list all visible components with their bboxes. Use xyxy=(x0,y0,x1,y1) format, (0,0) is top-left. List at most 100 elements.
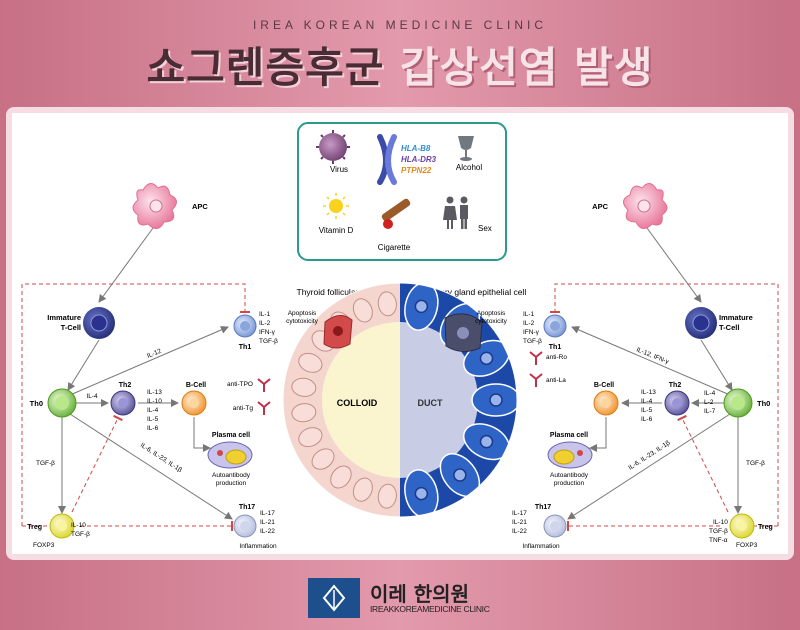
cell-nucleus xyxy=(453,468,467,482)
thyroid-follicle-cell xyxy=(298,352,323,373)
clinic-name: 이레 한의원 xyxy=(370,582,469,606)
th1-cyt-right-1: IL-2 xyxy=(523,320,535,327)
th0-cyt-right-2: IL-7 xyxy=(704,408,716,415)
th2-cyt-right-1: IL-4 xyxy=(641,398,653,405)
thyroid-follicle-cell xyxy=(352,298,373,323)
title-thyroiditis: 갑상선염 발생 xyxy=(400,43,654,92)
gene-hla-dr3: HLA-DR3 xyxy=(401,155,437,164)
th2-cyt-left-4: IL-6 xyxy=(147,425,159,432)
antibody-icon-right-1 xyxy=(529,351,543,365)
apoptosis-right-1: Apoptosis xyxy=(477,310,506,317)
th0-label-right: Th0 xyxy=(757,399,770,408)
th1-label-right: Th1 xyxy=(549,344,562,351)
thyroid-follicle-cell xyxy=(291,377,317,397)
cell-nucleus xyxy=(479,434,494,449)
th17-label-right: Th17 xyxy=(535,504,551,511)
foxp3-right: FOXP3 xyxy=(736,542,758,549)
treg-cyt-right-2: TNF-α xyxy=(709,537,728,544)
treg-cyt-left-0: IL-10 xyxy=(71,522,86,529)
title-syndrome: 쇼그렌증후군 xyxy=(146,43,385,92)
sun-icon xyxy=(323,193,349,219)
plasma-label-left: Plasma cell xyxy=(212,432,250,439)
alcohol-icon xyxy=(458,136,474,161)
cell-nucleus xyxy=(414,486,429,501)
colloid-label: COLLOID xyxy=(337,398,378,408)
th1-cyt-left-0: IL-1 xyxy=(259,311,271,318)
th2-cyt-right-3: IL-6 xyxy=(641,416,653,423)
antibody-icon-left-2 xyxy=(257,401,271,415)
th2-cyt-left-0: IL-13 xyxy=(147,389,162,396)
alcohol-label: Alcohol xyxy=(456,163,482,172)
th2-cyt-right-0: IL-13 xyxy=(641,389,656,396)
clinic-logo xyxy=(308,578,360,618)
cigarette-label: Cigarette xyxy=(378,243,411,252)
antibody-icon-left-1 xyxy=(257,378,271,392)
th17-cyt-right-0: IL-17 xyxy=(512,510,527,517)
cell-nucleus xyxy=(414,299,429,314)
th17-cyt-left-2: IL-22 xyxy=(260,528,275,535)
apc-label-right: APC xyxy=(592,202,608,211)
antibody-icon-right-2 xyxy=(529,373,543,387)
sex-label: Sex xyxy=(478,224,492,233)
th17-cyt-left-0: IL-17 xyxy=(260,510,275,517)
thyroid-follicle-cell xyxy=(377,483,397,509)
virus-label: Virus xyxy=(330,165,348,174)
inflammation-left: Inflammation xyxy=(239,543,277,550)
th2-cyt-left-3: IL-5 xyxy=(147,416,159,423)
anti-ro: anti-Ro xyxy=(546,354,567,361)
apoptosis-left-1: Apoptosis xyxy=(288,310,317,317)
th0-label-left: Th0 xyxy=(30,399,43,408)
clinic-name-en: IREAKKOREAMEDICINE CLINIC xyxy=(370,604,490,614)
autoantibody-left-1: Autoantibody xyxy=(212,472,251,479)
foxp3-left: FOXP3 xyxy=(33,542,55,549)
th1-cyt-left-2: IFN-γ xyxy=(259,329,276,336)
apc-label-left: APC xyxy=(192,202,208,211)
il4-left: IL-4 xyxy=(86,393,98,400)
virus-icon xyxy=(316,130,350,164)
apoptosis-right-2: cytotoxicity xyxy=(475,318,508,325)
th0-cyt-right-1: L-2 xyxy=(704,399,714,406)
th2-cyt-left-2: IL-4 xyxy=(147,407,159,414)
treg-cyt-right-0: IL-10 xyxy=(713,519,728,526)
immature-label-right-2: T-Cell xyxy=(719,323,739,332)
thyroid-follicle-cell xyxy=(330,465,352,489)
anti-tg: anti-Tg xyxy=(233,405,254,412)
cell-nucleus xyxy=(479,351,494,366)
immature-label-left-1: Immature xyxy=(47,313,81,322)
th1-cyt-left-3: TGF-β xyxy=(259,338,278,345)
treg-cyt-right-1: TGF-β xyxy=(709,528,728,535)
tgfb-right: TGF-β xyxy=(746,460,765,467)
bcell-label-right: B-Cell xyxy=(594,382,614,389)
th1-cyt-right-2: IFN-γ xyxy=(523,329,540,336)
immature-label-left-2: T-Cell xyxy=(61,323,81,332)
treg-cyt-left-1: TGF-β xyxy=(71,531,90,538)
cell-nucleus xyxy=(489,393,503,407)
th2-label-left: Th2 xyxy=(119,382,132,389)
th2-cyt-right-2: IL-5 xyxy=(641,407,653,414)
chromosome-icon xyxy=(377,134,397,185)
thyroid-follicle-cell xyxy=(298,427,323,448)
th17-cyt-right-1: IL-21 xyxy=(512,519,527,526)
gene-ptpn22: PTPN22 xyxy=(401,166,432,175)
clinic-subtitle: IREA KOREAN MEDICINE CLINIC xyxy=(252,18,548,32)
thyroid-follicle-cell xyxy=(291,403,317,423)
treg-label-left: Treg xyxy=(27,524,42,531)
plasma-label-right: Plasma cell xyxy=(550,432,588,439)
autoantibody-right-1: Autoantibody xyxy=(550,472,589,479)
gene-hla-b8: HLA-B8 xyxy=(401,144,431,153)
leaf-logo-icon xyxy=(322,584,346,612)
apoptosis-left-2: cytotoxicity xyxy=(286,318,319,325)
th2-cyt-left-1: IL-10 xyxy=(147,398,162,405)
people-icon xyxy=(443,196,468,229)
th1-cyt-left-1: IL-2 xyxy=(259,320,271,327)
inflammation-right: Inflammation xyxy=(522,543,560,550)
th0-cyt-right-0: IL-4 xyxy=(704,390,716,397)
autoantibody-left-2: production xyxy=(216,480,247,487)
treg-label-right: Treg xyxy=(758,524,773,531)
duct-label: DUCT xyxy=(418,398,443,408)
thyroid-title: Thyroid follicular cell xyxy=(297,287,374,297)
th17-label-left: Th17 xyxy=(239,504,255,511)
risk-factor-box: Virus HLA-B8 HLA-DR3 PTPN22 Alcohol Vita… xyxy=(297,122,507,261)
thyroid-follicle-cell xyxy=(352,477,373,502)
